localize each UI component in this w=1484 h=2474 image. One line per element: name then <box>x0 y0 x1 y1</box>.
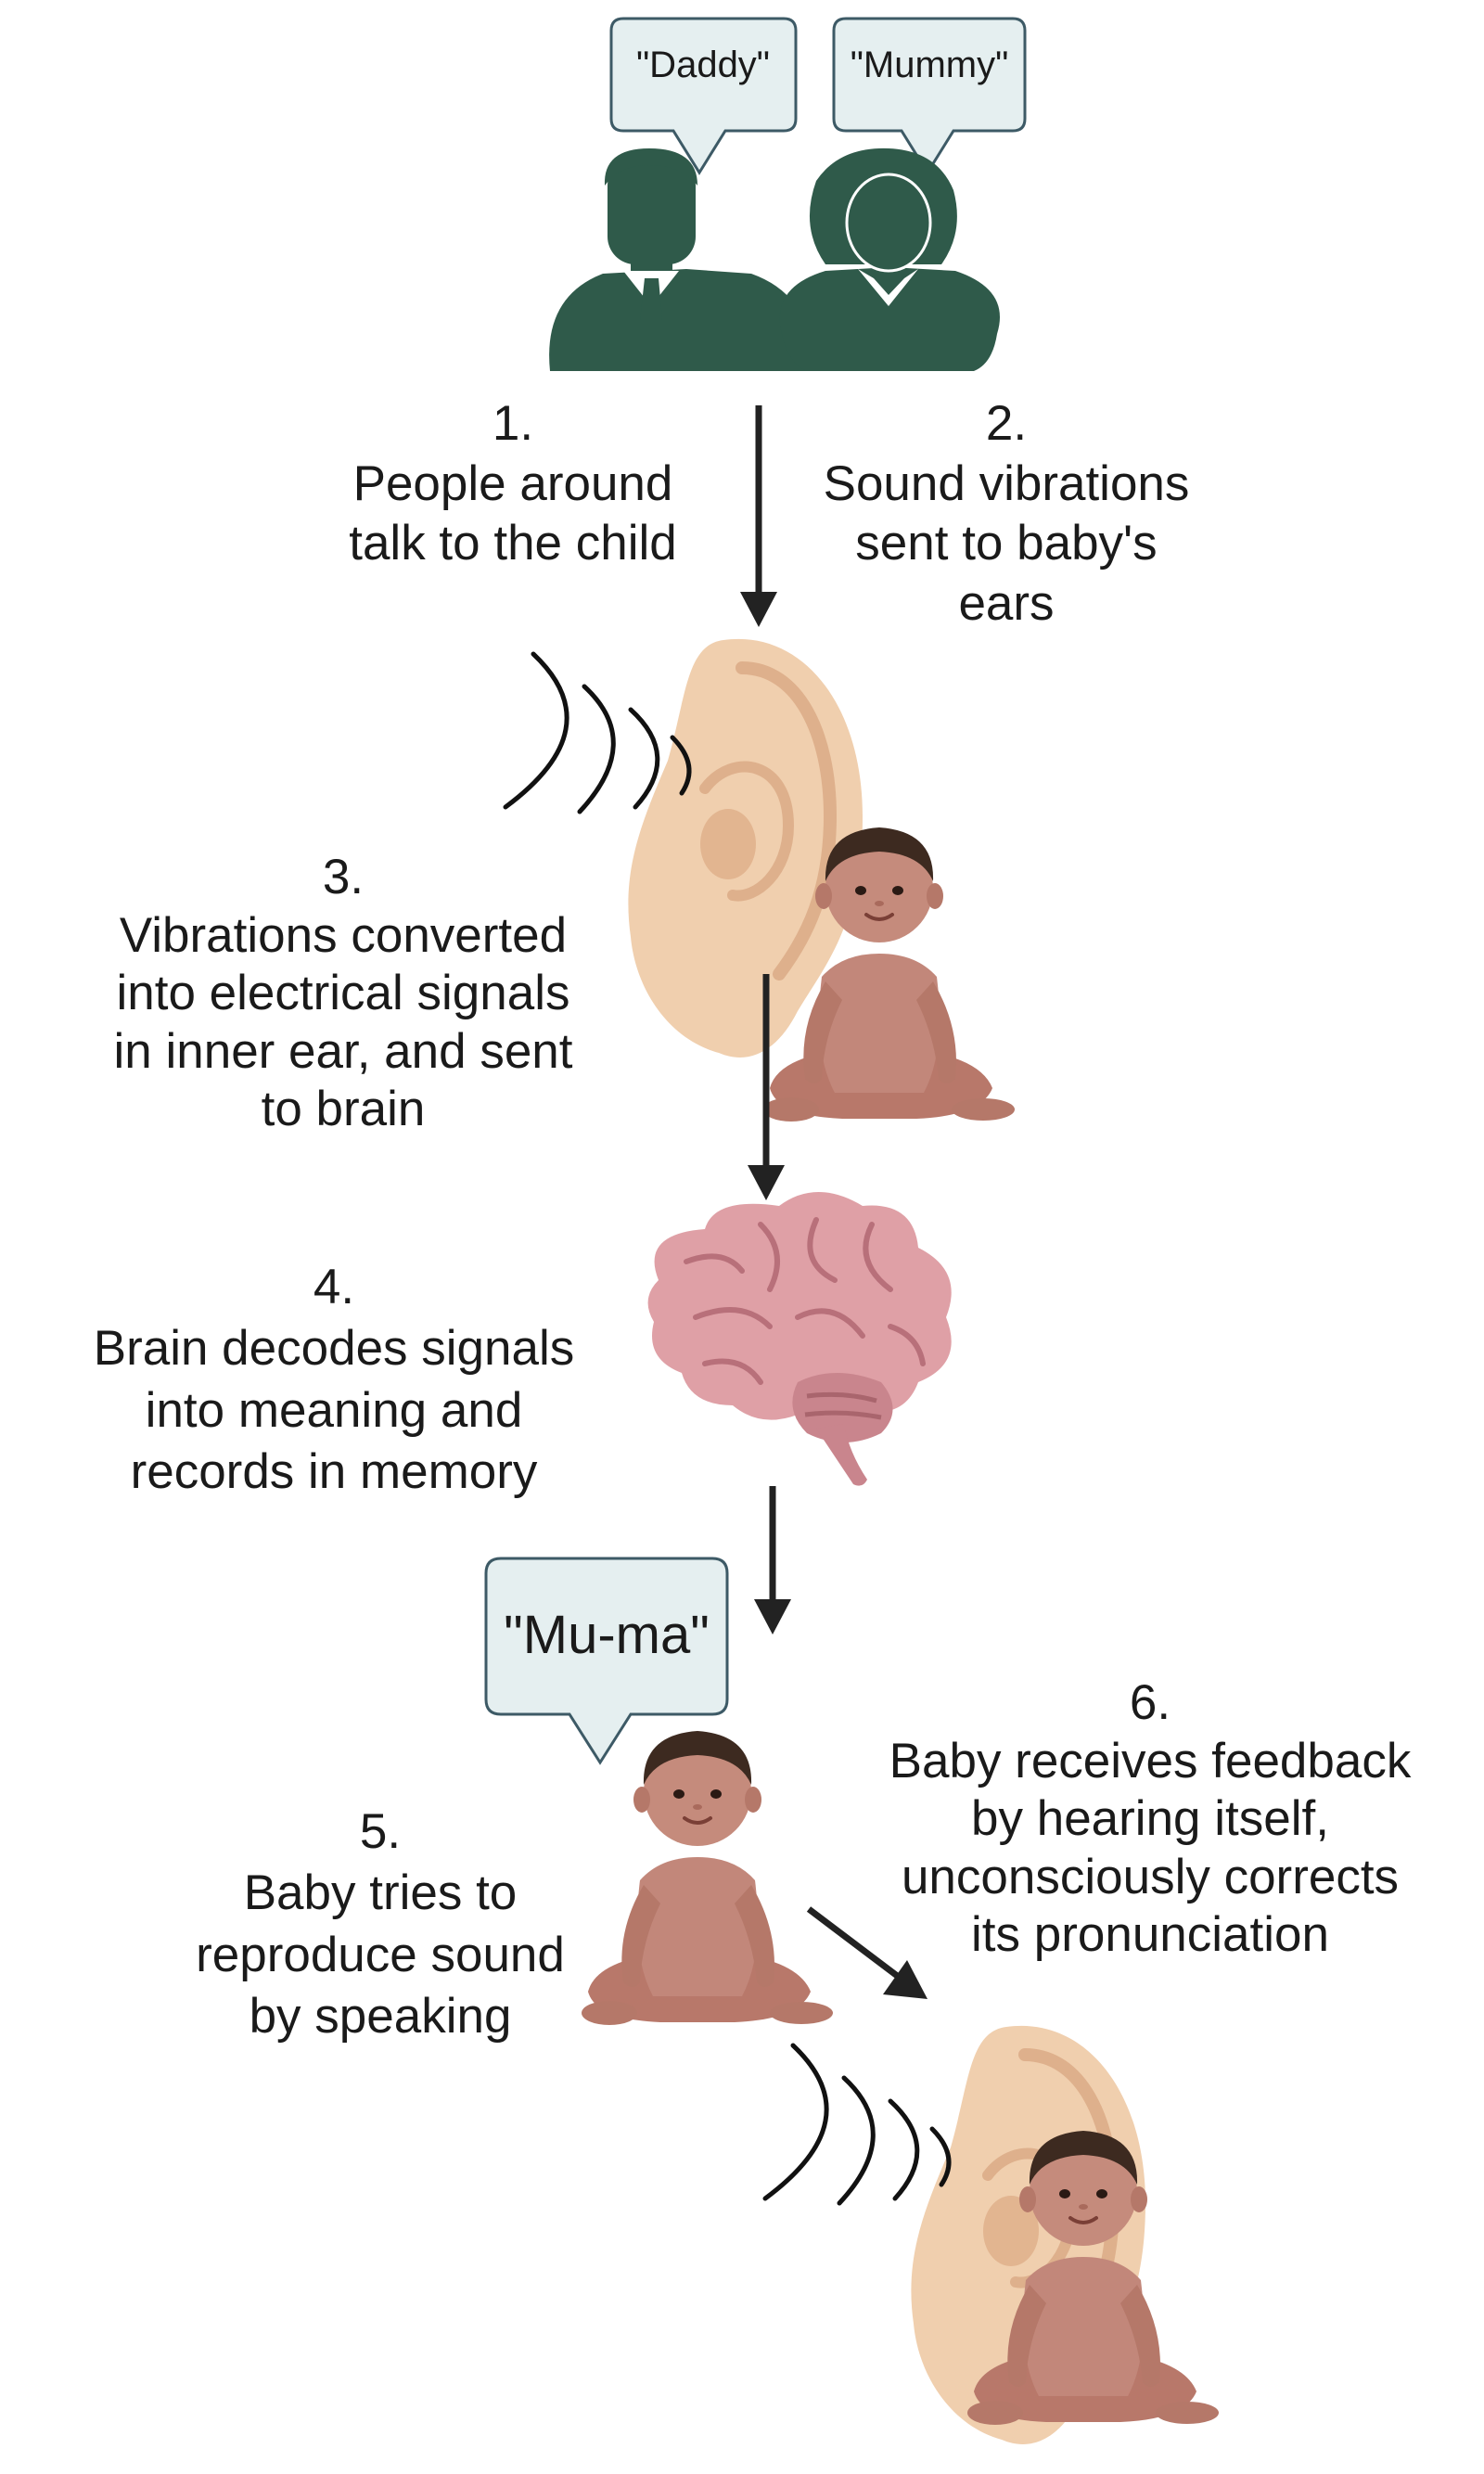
step-4-line: records in memory <box>130 1443 538 1499</box>
speech-bubble-baby: "Mu-ma" <box>484 1557 729 1765</box>
arrow-4-head <box>883 1960 928 1999</box>
step-3: 3. Vibrations converted into electrical … <box>83 849 603 1139</box>
speech-bubble-father: "Daddy" <box>609 17 798 175</box>
step-2-number: 2. <box>985 396 1028 451</box>
step-4-number: 4. <box>313 1260 355 1314</box>
speech-mother-text: "Mummy" <box>851 45 1009 85</box>
step-1-number: 1. <box>492 396 534 451</box>
step-3-line: in inner ear, and sent <box>113 1023 573 1079</box>
step-6: 6. Baby receives feedback by hearing its… <box>863 1674 1438 1965</box>
step-6-line: its pronunciation <box>971 1907 1329 1963</box>
arrow-3-head <box>754 1599 791 1634</box>
step-4-line: Brain decodes signals <box>93 1321 575 1377</box>
step-5: 5. Baby tries to reproduce sound by spea… <box>162 1801 598 2047</box>
arrow-2-head <box>748 1165 785 1200</box>
speech-baby-text: "Mu-ma" <box>504 1605 710 1665</box>
step-4: 4. Brain decodes signals into meaning an… <box>51 1257 617 1503</box>
step-3-line: to brain <box>261 1082 426 1137</box>
step-5-line: by speaking <box>249 1988 512 2044</box>
arrow-1-head <box>740 592 777 627</box>
step-1: 1. People around talk to the child <box>295 394 731 574</box>
brain-icon <box>647 1192 952 1486</box>
speech-father-text: "Daddy" <box>636 45 770 85</box>
baby-speaking-icon <box>580 1729 835 2027</box>
step-1-line: People around <box>352 455 673 511</box>
mother-icon <box>779 147 1000 371</box>
step-6-number: 6. <box>1129 1675 1171 1730</box>
step-3-line: into electrical signals <box>116 966 570 1021</box>
step-2-line: ears <box>958 575 1055 631</box>
step-6-line: unconsciously corrects <box>901 1849 1400 1904</box>
step-6-line: Baby receives feedback <box>889 1733 1412 1788</box>
step-5-number: 5. <box>359 1804 402 1859</box>
step-2-line: sent to baby's <box>855 516 1158 571</box>
feedback-sound-waves-icon <box>765 2045 949 2203</box>
step-4-line: into meaning and <box>145 1382 523 1438</box>
step-3-line: Vibrations converted <box>119 907 568 963</box>
step-5-line: reproduce sound <box>196 1927 565 1982</box>
step-5-line: Baby tries to <box>243 1865 518 1921</box>
father-icon <box>549 148 810 371</box>
step-2-line: Sound vibrations <box>823 455 1190 511</box>
step-6-line: by hearing itself, <box>971 1791 1329 1847</box>
speech-bubble-mother: "Mummy" <box>832 17 1027 175</box>
step-1-line: talk to the child <box>349 516 677 571</box>
arrow-4 <box>806 1906 902 1980</box>
step-2: 2. Sound vibrations sent to baby's ears <box>784 394 1229 635</box>
step-3-number: 3. <box>322 850 365 904</box>
